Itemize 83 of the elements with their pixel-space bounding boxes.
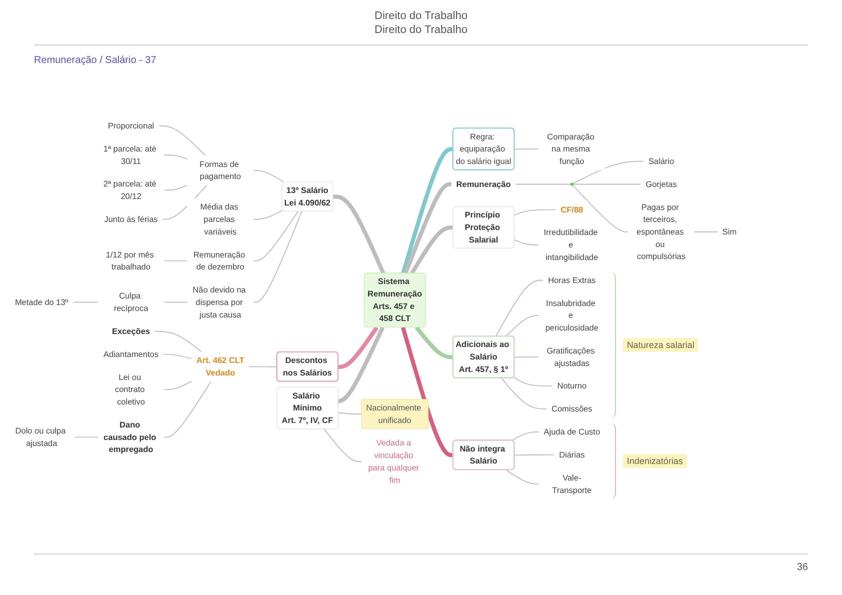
node-text: Não devido na dispensa por justa causa xyxy=(192,284,246,320)
header-text: Direito do Trabalho xyxy=(374,24,468,37)
node-text: Remuneração xyxy=(456,179,511,189)
connector xyxy=(163,260,188,262)
node-text: Salário xyxy=(648,156,674,166)
node-text: Lei ou contrato coletivo xyxy=(114,372,145,406)
node-text: Comissões xyxy=(552,404,592,414)
connector xyxy=(572,184,629,232)
connector xyxy=(163,380,192,390)
connector xyxy=(158,125,206,156)
node-text: Noturno xyxy=(557,381,587,390)
connector xyxy=(404,182,452,274)
node-text: Vedada a vinculação para qualquer fim xyxy=(368,438,420,485)
node-text: Metade do 13º xyxy=(14,297,68,307)
connector xyxy=(252,210,302,303)
connector xyxy=(514,356,540,358)
connector xyxy=(163,302,188,303)
node-text: Remuneração de dezembro xyxy=(193,250,246,272)
node-text: Pagas por terceiros, espontâneas ou compulsórias xyxy=(636,202,686,261)
note-label: Natureza salarial xyxy=(622,338,698,352)
node-text: Culpa recíproca xyxy=(114,291,148,313)
connector xyxy=(72,302,99,303)
note-label: Indenizatórias xyxy=(622,454,687,468)
connector xyxy=(400,326,454,458)
connector xyxy=(572,160,644,184)
connector xyxy=(514,184,572,185)
node-text: CF/88 xyxy=(560,204,584,214)
connector xyxy=(252,210,298,262)
node-text: Formas de pagamento xyxy=(200,159,241,181)
node-text: Dano causado pelo empregado xyxy=(104,420,156,454)
node-text: Art. 462 CLT Vedado xyxy=(196,355,244,378)
connector xyxy=(694,231,718,232)
connector xyxy=(163,380,212,438)
node-box: Nacionalmente unificado xyxy=(361,398,428,429)
connector xyxy=(252,170,285,183)
header-text: Direito do Trabalho xyxy=(374,10,468,23)
node-text: 2ª parcela: até 20/12 xyxy=(103,179,156,201)
node-text: Comparação na mesma função xyxy=(547,132,594,166)
node-text: Vale-Transporte xyxy=(552,472,592,495)
node-text: 1ª parcela: até 30/11 xyxy=(103,144,156,166)
node-text: Adiantamentos xyxy=(104,349,158,359)
node-text: Exceções xyxy=(112,326,150,336)
node-circle xyxy=(570,182,574,186)
node-text: Gorjetas xyxy=(646,179,677,189)
connector xyxy=(495,280,544,337)
node-text: Gratificações ajustadas xyxy=(546,346,595,368)
connector xyxy=(514,209,556,216)
node-text: Diárias xyxy=(559,450,585,460)
node-text: Horas Extras xyxy=(548,275,596,285)
connector xyxy=(410,225,454,274)
page-number: 36 xyxy=(796,562,808,573)
page-title: Remuneração / Salário - 37 xyxy=(34,55,156,66)
connector xyxy=(163,184,188,191)
connector xyxy=(252,210,284,220)
connector xyxy=(513,376,554,387)
connector xyxy=(162,354,192,360)
connector xyxy=(414,326,454,360)
connector xyxy=(514,239,540,246)
node-text: 1/12 por mês trabalhado xyxy=(106,250,154,272)
connector xyxy=(154,330,202,352)
connector xyxy=(74,436,99,438)
connector xyxy=(338,412,362,414)
connector xyxy=(500,378,548,410)
node-text: Ajuda de Custo xyxy=(544,426,600,436)
connector xyxy=(401,147,454,274)
node-text: Dolo ou culpa ajustada xyxy=(15,426,66,448)
connector xyxy=(338,326,385,404)
connector xyxy=(505,315,540,337)
node-text: Junto às férias xyxy=(104,214,158,224)
node-text: Sim xyxy=(722,226,737,236)
connector xyxy=(572,184,642,185)
connector xyxy=(333,194,386,274)
node-text: Insalubridade e periculosidade xyxy=(545,298,598,332)
connector xyxy=(338,326,378,369)
connector xyxy=(324,428,362,462)
node-text: Proporcional xyxy=(108,120,154,130)
node-text: Irredutibilidade e intangibilidade xyxy=(544,228,598,262)
connector xyxy=(514,454,555,456)
connector xyxy=(505,469,540,484)
connector xyxy=(511,431,540,441)
connector xyxy=(514,148,540,150)
connector xyxy=(248,366,278,368)
connector xyxy=(163,154,188,160)
